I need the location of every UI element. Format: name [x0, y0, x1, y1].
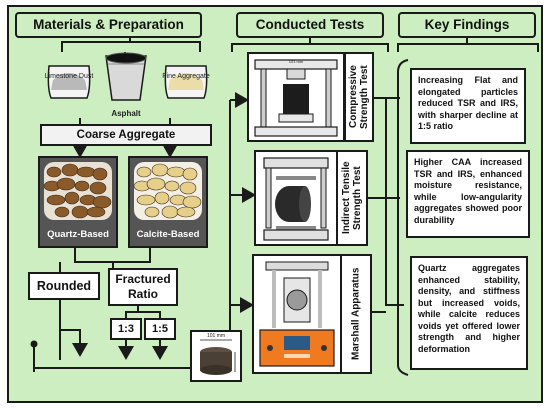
indirect-tensile-label: Indirect Tensile Strength Test	[336, 150, 368, 246]
pebble	[54, 206, 70, 218]
limestone-dust-label: Limestone Dust	[44, 73, 94, 80]
pebble	[74, 180, 90, 192]
pebble	[136, 166, 152, 178]
finding-2: Higher CAA increased TSR and IRS, enhanc…	[406, 150, 530, 238]
specimen-panel	[190, 330, 242, 382]
coarse-aggregate-box: Coarse Aggregate	[40, 124, 212, 146]
asphalt-label: Asphalt	[111, 109, 141, 118]
finding-1: Increasing Flat and elongated particles …	[410, 68, 526, 144]
pebble	[92, 195, 112, 209]
materials-header: Materials & Preparation	[15, 12, 202, 38]
marshall-apparatus-image	[252, 254, 342, 374]
pebble	[182, 195, 202, 209]
calcite-stones	[133, 162, 202, 220]
compressive-test-image	[247, 52, 345, 142]
pebble	[164, 180, 180, 192]
pebble	[76, 166, 96, 178]
findings-header: Key Findings	[398, 12, 536, 38]
indirect-tensile-image	[254, 150, 338, 246]
quartz-panel	[38, 156, 118, 248]
pebble	[56, 177, 76, 191]
rounded-box: Rounded	[28, 272, 100, 300]
pebble	[144, 206, 160, 218]
pebble	[151, 163, 169, 177]
quartz-stones	[43, 162, 112, 220]
pebble	[182, 167, 198, 181]
pebble	[46, 166, 62, 178]
fine-aggregate-label: Fine Aggregate	[162, 73, 210, 80]
marshall-label: Marshall Apparatus	[340, 254, 372, 374]
pebble	[61, 163, 79, 177]
compressive-label: Compressive Strength Test	[344, 52, 374, 142]
quartz-label: Quartz-Based	[47, 229, 109, 240]
pebble	[161, 205, 179, 219]
pebble	[154, 191, 170, 205]
finding-3: Quartz aggregates enhanced stability, de…	[410, 256, 528, 370]
pebble	[136, 194, 156, 206]
pebble	[92, 167, 108, 181]
pebble	[166, 166, 186, 178]
calcite-label: Calcite-Based	[136, 229, 200, 240]
pebble	[64, 191, 80, 205]
fractured-ratio-box: Fractured Ratio	[108, 268, 178, 306]
pebble	[71, 205, 89, 219]
tests-header: Conducted Tests	[236, 12, 384, 38]
compressive-dim-label: 101 mm	[288, 59, 304, 64]
pebble	[89, 181, 107, 195]
pebble	[86, 206, 106, 218]
pebble	[176, 206, 196, 218]
pebble	[46, 194, 66, 206]
pebble	[146, 177, 166, 191]
asphalt-bucket	[100, 50, 152, 106]
fine-aggregate-bag	[160, 60, 212, 100]
specimen-width-label: 101 mm	[206, 333, 226, 339]
pebble	[179, 181, 197, 195]
calcite-panel	[128, 156, 208, 248]
ratio-1-5-box: 1:5	[144, 318, 176, 340]
limestone-dust-bag	[43, 60, 95, 100]
ratio-1-3-box: 1:3	[110, 318, 142, 340]
